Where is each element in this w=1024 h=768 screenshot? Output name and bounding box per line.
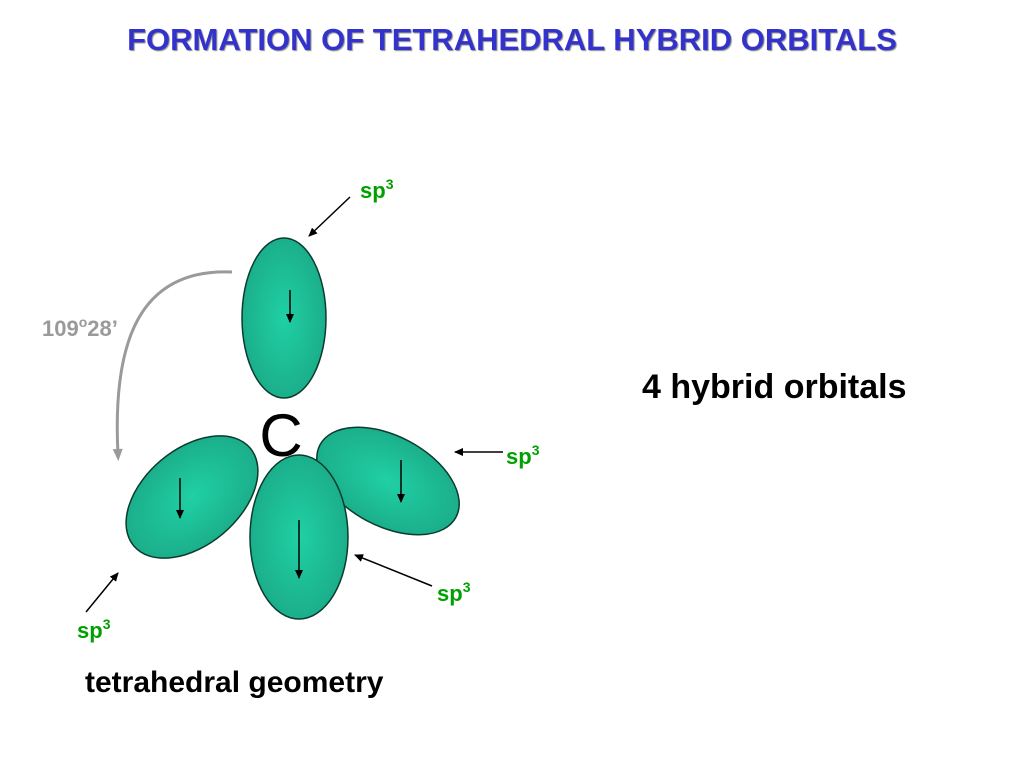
sp3-label-top: sp3: [360, 176, 394, 203]
orbital-lobe-top: [241, 237, 327, 399]
pointer-arrow-top: [308, 196, 351, 237]
orbital-lobe-bottom-left: [125, 435, 259, 559]
slide-title: FORMATION OF TETRAHEDRAL HYBRID ORBITALS: [127, 22, 897, 57]
sp3-label-right: sp3: [506, 442, 540, 469]
bond-angle-arc: [112, 270, 233, 461]
sp3-label-bottom-right: sp3: [437, 579, 471, 606]
pointer-arrow-bottom-right: [354, 554, 433, 587]
orbital-lobe-bottom: [249, 454, 349, 620]
geometry-label: tetrahedral geometry: [85, 666, 384, 699]
orbital-lobe-right: [316, 426, 460, 536]
carbon-atom-label: C: [259, 402, 302, 469]
bond-angle-label: 109o28’: [42, 314, 118, 341]
hybrid-orbital-count-label: 4 hybrid orbitals: [642, 368, 907, 406]
sp3-label-bottom-left: sp3: [77, 616, 111, 643]
pointer-arrow-bottom-left: [85, 572, 119, 613]
